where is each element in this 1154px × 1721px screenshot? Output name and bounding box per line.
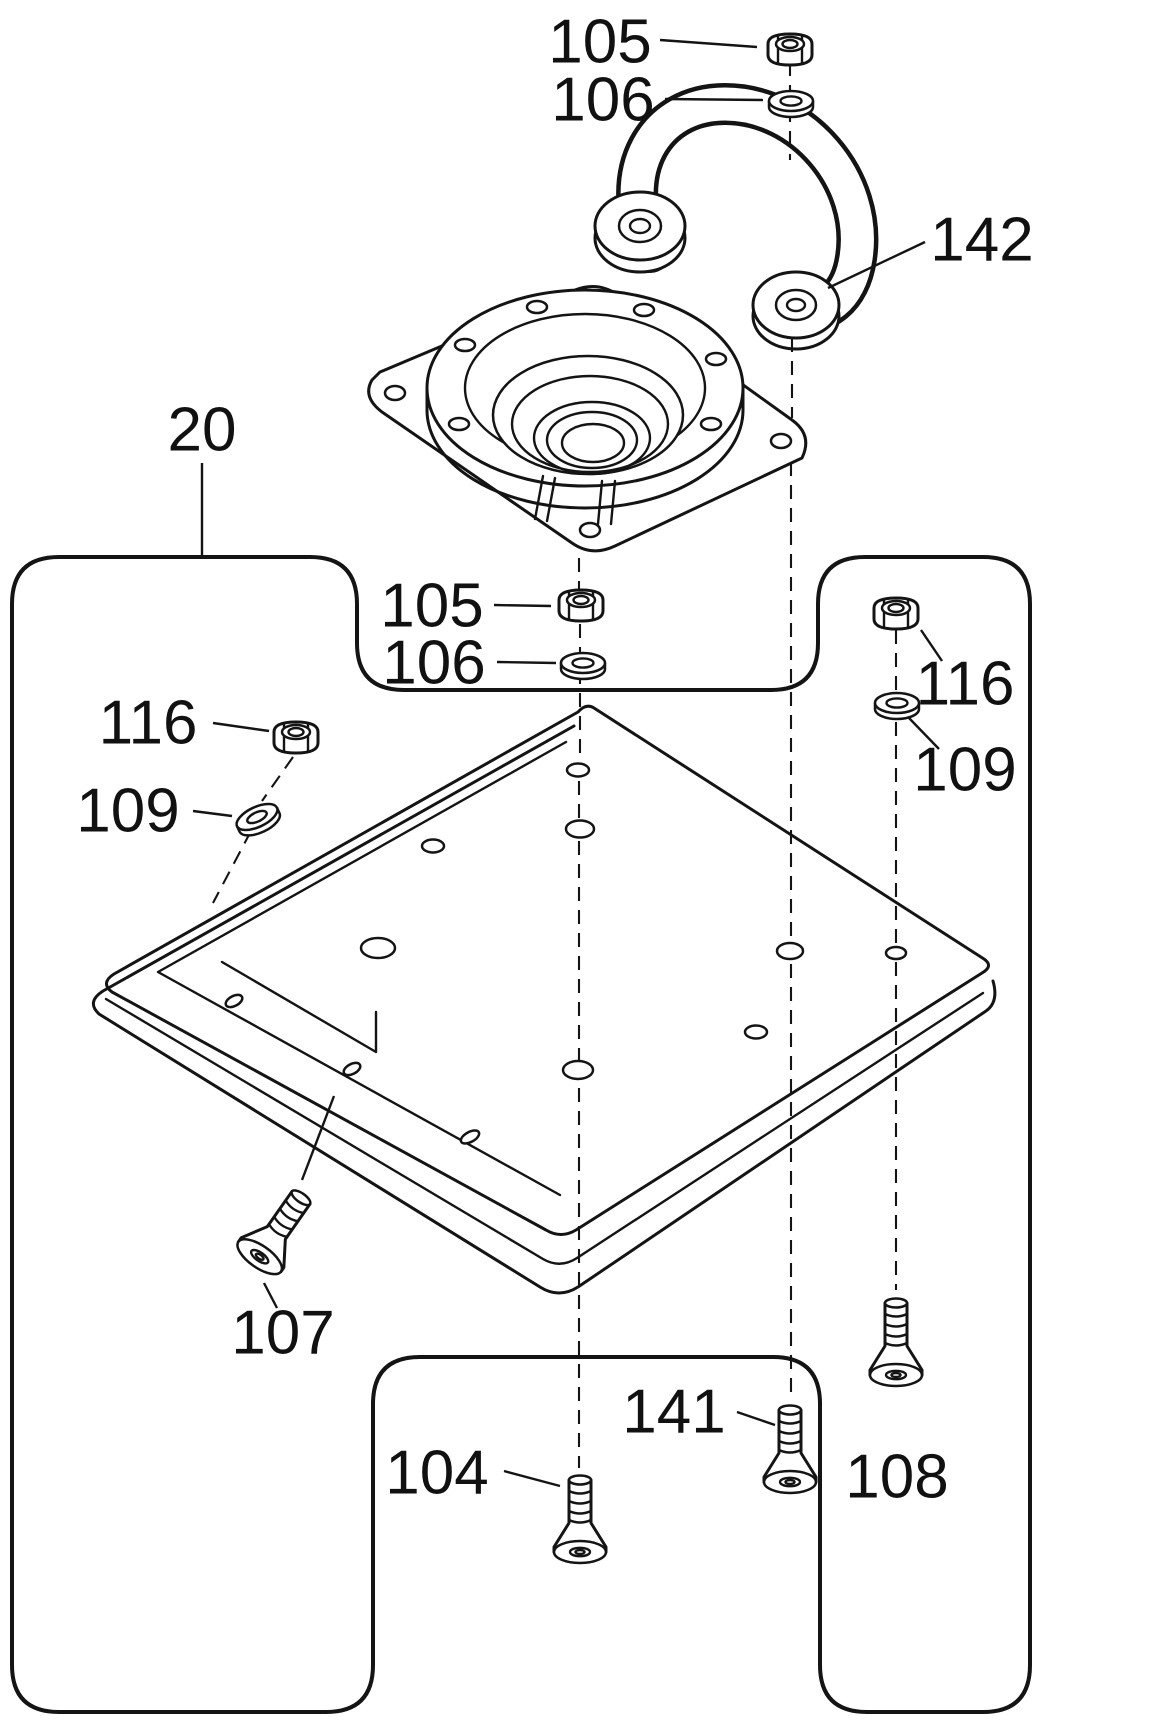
washer-109-left: [231, 797, 285, 843]
assembly-boundary-box: [10, 555, 1032, 1714]
washer-109-right: [873, 691, 921, 721]
part-label-106-top: 106: [551, 66, 654, 135]
leader-line-107: [262, 1282, 279, 1309]
bracket-boss-right: [751, 270, 841, 351]
part-label-108: 108: [845, 1443, 948, 1512]
leader-line-109-left: [192, 809, 233, 818]
screw-108: [868, 1297, 924, 1388]
bearing-flange-housing: [367, 284, 808, 553]
attachment-line-0: [300, 1095, 336, 1181]
part-label-142: 142: [930, 206, 1033, 275]
nut-116-left: [272, 720, 320, 755]
nut-105-mid: [557, 588, 605, 623]
nut-116-right: [872, 596, 920, 631]
part-label-109-right: 109: [913, 736, 1016, 805]
plate-holes: [224, 762, 908, 1145]
plate-inner-contour: [156, 740, 568, 1197]
part-label-109-left: 109: [76, 777, 179, 846]
screw-107: [230, 1177, 327, 1283]
leader-line-142: [827, 240, 926, 290]
leader-line-116-left: [212, 721, 270, 733]
axis-line-11: [261, 756, 294, 802]
bracket-boss-left: [593, 190, 687, 274]
leader-line-106-mid: [496, 660, 557, 665]
flange-corner-hole: [383, 384, 407, 402]
leader-line-104: [503, 1469, 561, 1488]
plate-step-line: [220, 960, 378, 1054]
leader-line-141: [736, 1410, 776, 1427]
part-label-107: 107: [231, 1299, 334, 1368]
boss-bolt-holes: [447, 299, 728, 432]
washer-106-mid: [559, 651, 607, 681]
screw-141: [762, 1404, 818, 1495]
leader-line-109-right: [908, 717, 940, 750]
handle-bracket-142: [593, 82, 879, 351]
plate-rolled-lip-mid: [104, 991, 985, 1265]
leader-line-116-right: [920, 629, 943, 662]
part-label-105-top: 105: [548, 8, 651, 77]
flange-corner-hole: [769, 432, 793, 450]
plate-rolled-lip-outer: [91, 724, 997, 1295]
leader-line-106-top: [664, 97, 764, 102]
nut-105-top: [766, 32, 814, 67]
axis-line-12: [212, 830, 252, 904]
flange-corner-hole: [578, 521, 602, 539]
part-label-105-mid: 105: [380, 572, 483, 641]
leader-line-105-top: [659, 38, 758, 49]
washer-106-top: [767, 89, 815, 119]
part-label-116-right: 116: [916, 650, 1015, 719]
axis-centerlines: [212, 62, 898, 1468]
plate-top-surface: [105, 704, 990, 1236]
seat-plate: [91, 704, 997, 1295]
part-label-116-left: 116: [99, 689, 198, 758]
part-label-20: 20: [168, 396, 237, 465]
screw-104: [552, 1474, 608, 1565]
part-label-106-mid: 106: [382, 629, 485, 698]
part-label-141: 141: [622, 1378, 725, 1447]
leader-line-105-mid: [493, 603, 552, 608]
part-label-104: 104: [385, 1439, 488, 1508]
break-marks: [533, 474, 617, 526]
bearing-bore: [491, 354, 685, 476]
attachment-lines: [300, 1095, 336, 1181]
